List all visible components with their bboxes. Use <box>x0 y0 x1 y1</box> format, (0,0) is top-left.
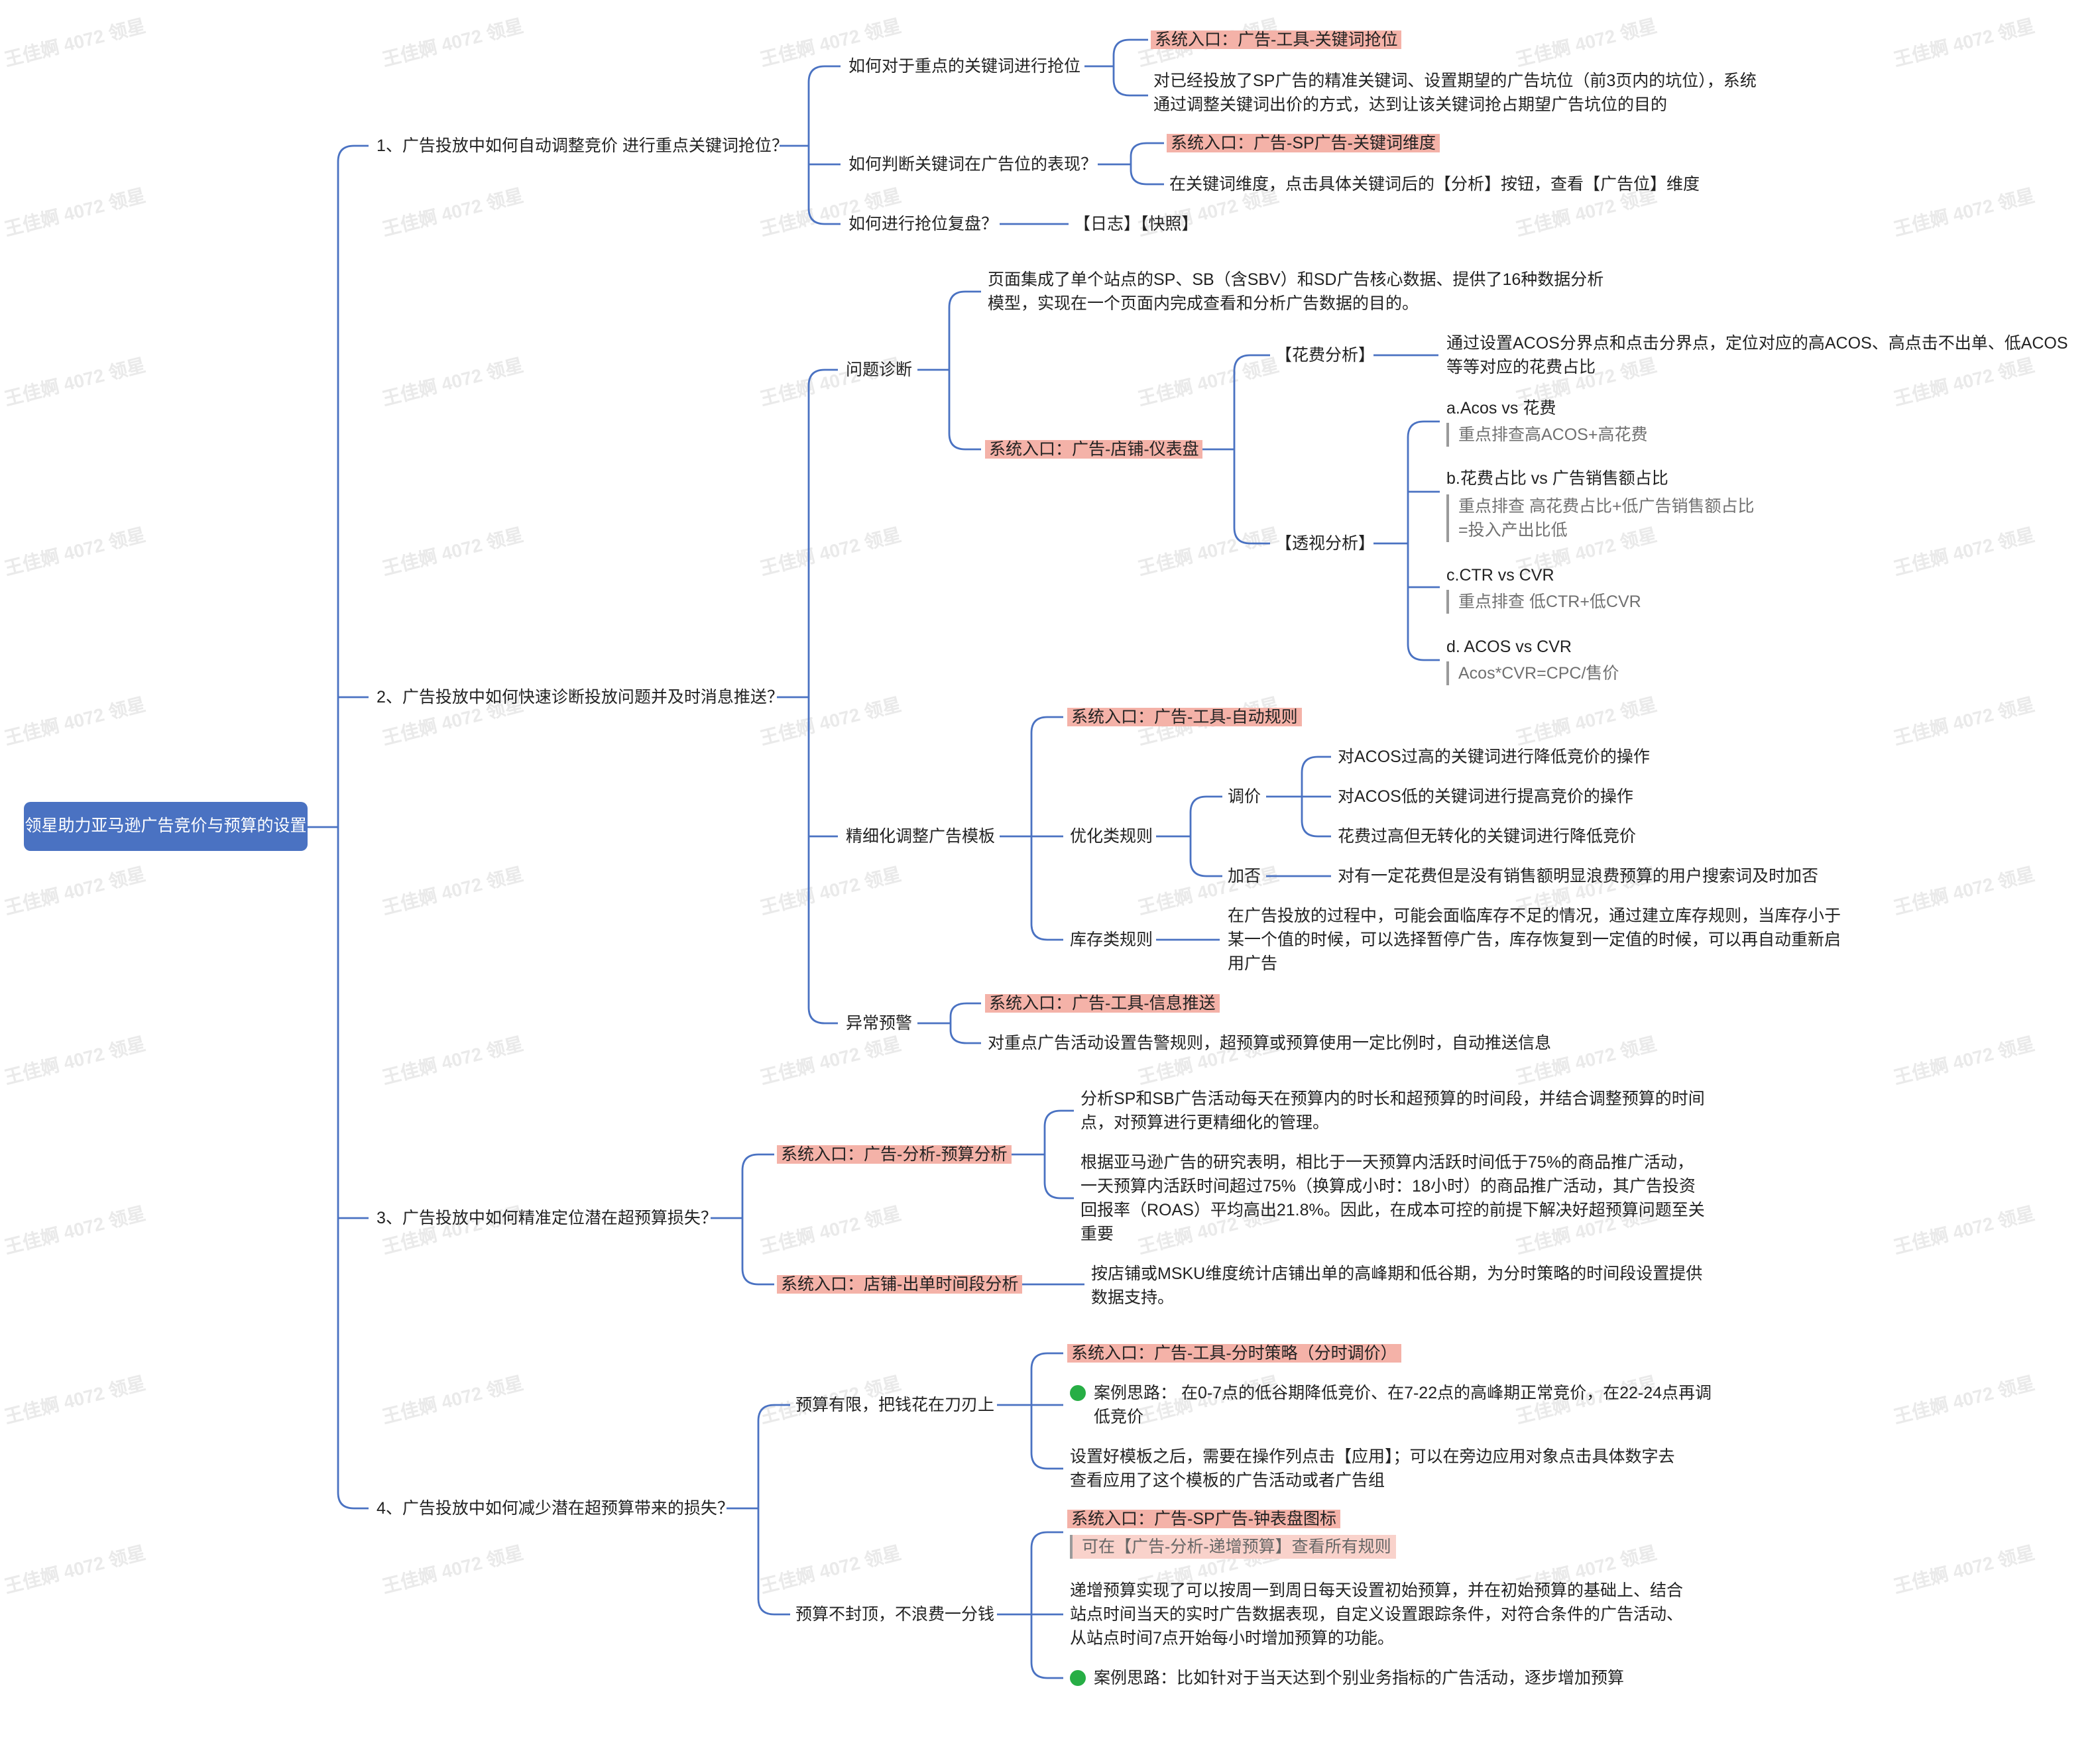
b2-diagnosis-desc: 页面集成了单个站点的SP、SB（含SBV）和SD广告核心数据、提供了16种数据分… <box>988 268 1604 315</box>
b2-pivot-d-note: Acos*CVR=CPC/售价 <box>1446 661 1619 685</box>
b2-adjust-bid[interactable]: 调价 <box>1228 787 1261 806</box>
b1-question-3[interactable]: 如何进行抢位复盘？ <box>848 215 998 233</box>
b1-q2-entry: 系统入口：广告-SP广告-关键词维度 <box>1167 131 1440 155</box>
b4-s1-case-line-1: 案例思路： 在0-7点的低谷期降低竞价、在7-22点的高峰期正常竞价，在22-2… <box>1094 1384 1712 1402</box>
b2-alert[interactable]: 异常预警 <box>846 1014 913 1033</box>
b3-e1-d2-line-4: 重要 <box>1080 1225 1114 1243</box>
b2-optimize-rules[interactable]: 优化类规则 <box>1070 827 1153 846</box>
b2-spend-desc-line-1: 通过设置ACOS分界点和点击分界点，定位对应的高ACOS、高点击不出单、低ACO… <box>1446 334 2068 353</box>
b1-q1-desc: 对已经投放了SP广告的精准关键词、设置期望的广告坑位（前3页内的坑位），系统 通… <box>1153 69 1757 117</box>
branch-2-title[interactable]: 2、广告投放中如何快速诊断投放问题并及时消息推送？ <box>377 688 784 706</box>
b4-s2-entry: 系统入口：广告-SP广告-钟表盘图标 <box>1067 1507 1341 1531</box>
root-node[interactable]: 领星助力亚马逊广告竞价与预算的设置 <box>24 802 308 851</box>
b2-inv-desc-line-3: 用广告 <box>1228 954 1278 973</box>
b2-pivot-c[interactable]: c.CTR vs CVR <box>1446 566 1554 585</box>
b4-s1-desc-line-2: 查看应用了这个模板的广告活动或者广告组 <box>1070 1471 1385 1490</box>
b4-s2-case-text: 案例思路：比如针对于当天达到个别业务指标的广告活动，逐步增加预算 <box>1094 1669 1625 1687</box>
b2-pivot-analysis[interactable]: 【透视分析】 <box>1275 534 1375 553</box>
b1-q1-entry-label: 系统入口：广告-工具-关键词抢位 <box>1151 30 1402 49</box>
b4-s2-desc-line-1: 递增预算实现了可以按周一到周日每天设置初始预算，并在初始预算的基础上、结合 <box>1070 1581 1684 1600</box>
b4-s1-entry-label: 系统入口：广告-工具-分时策略（分时调价） <box>1067 1344 1401 1363</box>
b3-entry-2: 系统入口：店铺-出单时间段分析 <box>777 1272 1023 1296</box>
b3-e2-d-line-1: 按店铺或MSKU维度统计店铺出单的高峰期和低谷期，为分时策略的时间段设置提供 <box>1091 1264 1703 1283</box>
b3-entry-2-desc: 按店铺或MSKU维度统计店铺出单的高峰期和低谷期，为分时策略的时间段设置提供 数… <box>1091 1262 1702 1310</box>
b2-negate[interactable]: 加否 <box>1228 867 1261 885</box>
b2-spend-desc-line-2: 等等对应的花费占比 <box>1446 358 1596 376</box>
b1-q2-desc: 在关键词维度，点击具体关键词后的【分析】按钮，查看【广告位】维度 <box>1169 175 1700 194</box>
b2-pivot-b[interactable]: b.花费占比 vs 广告销售额占比 <box>1446 469 1668 488</box>
b1-q3-answer: 【日志】【快照】 <box>1074 215 1198 233</box>
green-dot-icon <box>1070 1385 1086 1401</box>
b2-alert-desc: 对重点广告活动设置告警规则，超预算或预算使用一定比例时，自动推送信息 <box>988 1034 1552 1052</box>
b2-inv-desc-line-2: 某一个值的时候，可以选择暂停广告，库存恢复到一定值的时候，可以再自动重新启 <box>1228 930 1841 949</box>
b4-s1-entry: 系统入口：广告-工具-分时策略（分时调价） <box>1067 1341 1401 1365</box>
b2-diag-desc-line-2: 模型，实现在一个页面内完成查看和分析广告数据的目的。 <box>988 294 1419 313</box>
b2-inv-desc-line-1: 在广告投放的过程中，可能会面临库存不足的情况，通过建立库存规则，当库存小于 <box>1228 907 1841 925</box>
b2-adjust-3: 花费过高但无转化的关键词进行降低竞价 <box>1338 827 1637 846</box>
b1-q1-entry: 系统入口：广告-工具-关键词抢位 <box>1151 28 1402 52</box>
b3-e2-d-line-2: 数据支持。 <box>1091 1288 1175 1307</box>
b2-spend-desc: 通过设置ACOS分界点和点击分界点，定位对应的高ACOS、高点击不出单、低ACO… <box>1446 331 2068 379</box>
b1-q1-desc-line-1: 对已经投放了SP广告的精准关键词、设置期望的广告坑位（前3页内的坑位），系统 <box>1153 72 1757 90</box>
b3-e1-d1-line-1: 分析SP和SB广告活动每天在预算内的时长和超预算的时间段，并结合调整预算的时间 <box>1080 1090 1705 1108</box>
b2-pivot-c-note: 重点排查 低CTR+低CVR <box>1446 590 1641 614</box>
b3-e1-d1-line-2: 点，对预算进行更精细化的管理。 <box>1080 1113 1330 1132</box>
b3-e1-d2-line-3: 回报率（ROAS）平均高出21.8%。因此，在成本可控的前提下解决好超预算问题至… <box>1080 1201 1705 1219</box>
b2-diag-desc-line-1: 页面集成了单个站点的SP、SB（含SBV）和SD广告核心数据、提供了16种数据分… <box>988 270 1604 289</box>
b1-question-2[interactable]: 如何判断关键词在广告位的表现？ <box>848 155 1098 174</box>
b2-pivot-b-note-line-1: 重点排查 高花费占比+低广告销售额占比 <box>1458 497 1755 516</box>
b3-entry-1-label[interactable]: 系统入口：广告-分析-预算分析 <box>777 1145 1012 1164</box>
b3-entry-1-desc-1: 分析SP和SB广告活动每天在预算内的时长和超预算的时间段，并结合调整预算的时间 … <box>1080 1087 1705 1135</box>
b3-entry-1-desc-2: 根据亚马逊广告的研究表明，相比于一天预算内活跃时间低于75%的商品推广活动， 一… <box>1080 1150 1705 1246</box>
b2-spend-analysis[interactable]: 【花费分析】 <box>1275 346 1375 364</box>
b3-e1-d2-line-2: 一天预算内活跃时间超过75%（换算成小时：18小时）的商品推广活动，其广告投资 <box>1080 1177 1696 1196</box>
b4-s2-desc-line-2: 站点时间当天的实时广告数据表现，自定义设置跟踪条件，对符合条件的广告活动、 <box>1070 1605 1684 1624</box>
b4-strategy-2[interactable]: 预算不封顶，不浪费一分钱 <box>795 1605 995 1624</box>
b4-s1-desc: 设置好模板之后，需要在操作列点击【应用】；可以在旁边应用对象点击具体数字去 查看… <box>1070 1445 1675 1492</box>
b2-inventory-desc: 在广告投放的过程中，可能会面临库存不足的情况，通过建立库存规则，当库存小于 某一… <box>1228 904 1841 976</box>
branch-3-title[interactable]: 3、广告投放中如何精准定位潜在超预算损失？ <box>377 1209 717 1227</box>
b2-tpl-entry-label: 系统入口：广告-工具-自动规则 <box>1067 708 1302 726</box>
b2-adjust-1: 对ACOS过高的关键词进行降低竞价的操作 <box>1338 748 1650 766</box>
b2-pivot-a[interactable]: a.Acos vs 花费 <box>1446 399 1556 418</box>
b4-s2-entry-label: 系统入口：广告-SP广告-钟表盘图标 <box>1067 1510 1341 1528</box>
b2-pivot-b-note: 重点排查 高花费占比+低广告销售额占比 =投入产出比低 <box>1446 494 1755 542</box>
b1-question-1[interactable]: 如何对于重点的关键词进行抢位 <box>848 57 1081 76</box>
b2-alert-entry: 系统入口：广告-工具-信息推送 <box>985 991 1220 1015</box>
b4-s1-case: 案例思路： 在0-7点的低谷期降低竞价、在7-22点的高峰期正常竞价，在22-2… <box>1070 1381 1712 1429</box>
b2-pivot-d[interactable]: d. ACOS vs CVR <box>1446 638 1572 656</box>
b2-diagnosis[interactable]: 问题诊断 <box>846 361 913 379</box>
b2-pivot-b-note-line-2: =投入产出比低 <box>1458 521 1568 539</box>
branch-4-title[interactable]: 4、广告投放中如何减少潜在超预算带来的损失？ <box>377 1499 734 1518</box>
b4-strategy-1[interactable]: 预算有限，把钱花在刀刃上 <box>795 1396 995 1414</box>
b2-diagnosis-entry: 系统入口：广告-店铺-仪表盘 <box>985 437 1203 461</box>
b4-s2-desc: 递增预算实现了可以按周一到周日每天设置初始预算，并在初始预算的基础上、结合 站点… <box>1070 1579 1683 1650</box>
b2-alert-entry-label: 系统入口：广告-工具-信息推送 <box>985 994 1220 1013</box>
b2-diag-entry-label: 系统入口：广告-店铺-仪表盘 <box>985 440 1203 459</box>
b2-adjust-2: 对ACOS低的关键词进行提高竞价的操作 <box>1338 787 1633 806</box>
b2-template[interactable]: 精细化调整广告模板 <box>846 827 996 846</box>
b3-entry-1: 系统入口：广告-分析-预算分析 <box>777 1143 1012 1166</box>
b4-s2-desc-line-3: 从站点时间7点开始每小时增加预算的功能。 <box>1070 1629 1394 1648</box>
b4-s2-case: 案例思路：比如针对于当天达到个别业务指标的广告活动，逐步增加预算 <box>1070 1666 1624 1690</box>
b2-inventory-rules[interactable]: 库存类规则 <box>1070 930 1153 949</box>
green-dot-icon <box>1070 1670 1086 1686</box>
branch-1-title[interactable]: 1、广告投放中如何自动调整竞价 进行重点关键词抢位？ <box>377 137 788 155</box>
b3-entry-2-label[interactable]: 系统入口：店铺-出单时间段分析 <box>777 1275 1023 1294</box>
b1-q2-entry-label: 系统入口：广告-SP广告-关键词维度 <box>1167 134 1440 152</box>
b4-s2-note: 可在【广告-分析-递增预算】查看所有规则 <box>1070 1535 1397 1559</box>
b1-q1-desc-line-2: 通过调整关键词出价的方式，达到让该关键词抢占期望广告坑位的目的 <box>1153 95 1668 114</box>
b4-s1-case-line-2: 低竞价 <box>1094 1408 1144 1426</box>
b2-template-entry: 系统入口：广告-工具-自动规则 <box>1067 705 1302 729</box>
b3-e1-d2-line-1: 根据亚马逊广告的研究表明，相比于一天预算内活跃时间低于75%的商品推广活动， <box>1080 1153 1694 1172</box>
b4-s1-desc-line-1: 设置好模板之后，需要在操作列点击【应用】；可以在旁边应用对象点击具体数字去 <box>1070 1447 1675 1466</box>
b2-negate-1: 对有一定花费但是没有销售额明显浪费预算的用户搜索词及时加否 <box>1338 867 1819 885</box>
b2-pivot-a-note: 重点排查高ACOS+高花费 <box>1446 423 1647 447</box>
